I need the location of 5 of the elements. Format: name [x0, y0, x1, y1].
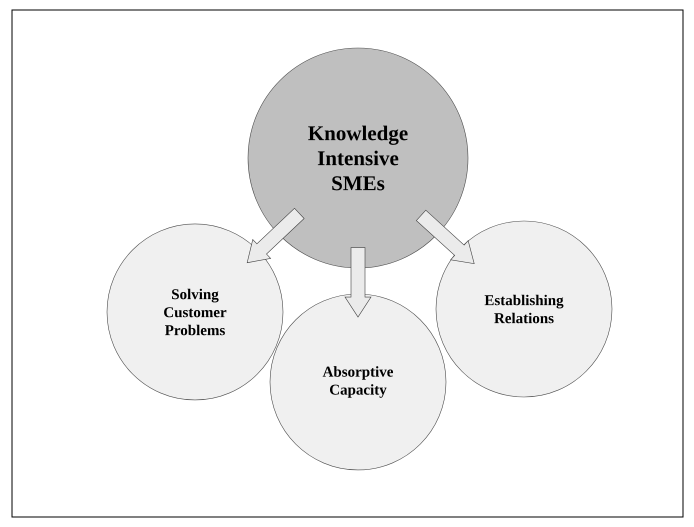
circle-node: Establishing Relations — [436, 220, 612, 398]
circle-node: Knowledge Intensive SMEs — [248, 48, 468, 268]
circle-node: Solving Customer Problems — [106, 224, 284, 400]
block-arrow — [344, 247, 372, 318]
circle-node: Absorptive Capacity — [270, 294, 446, 470]
